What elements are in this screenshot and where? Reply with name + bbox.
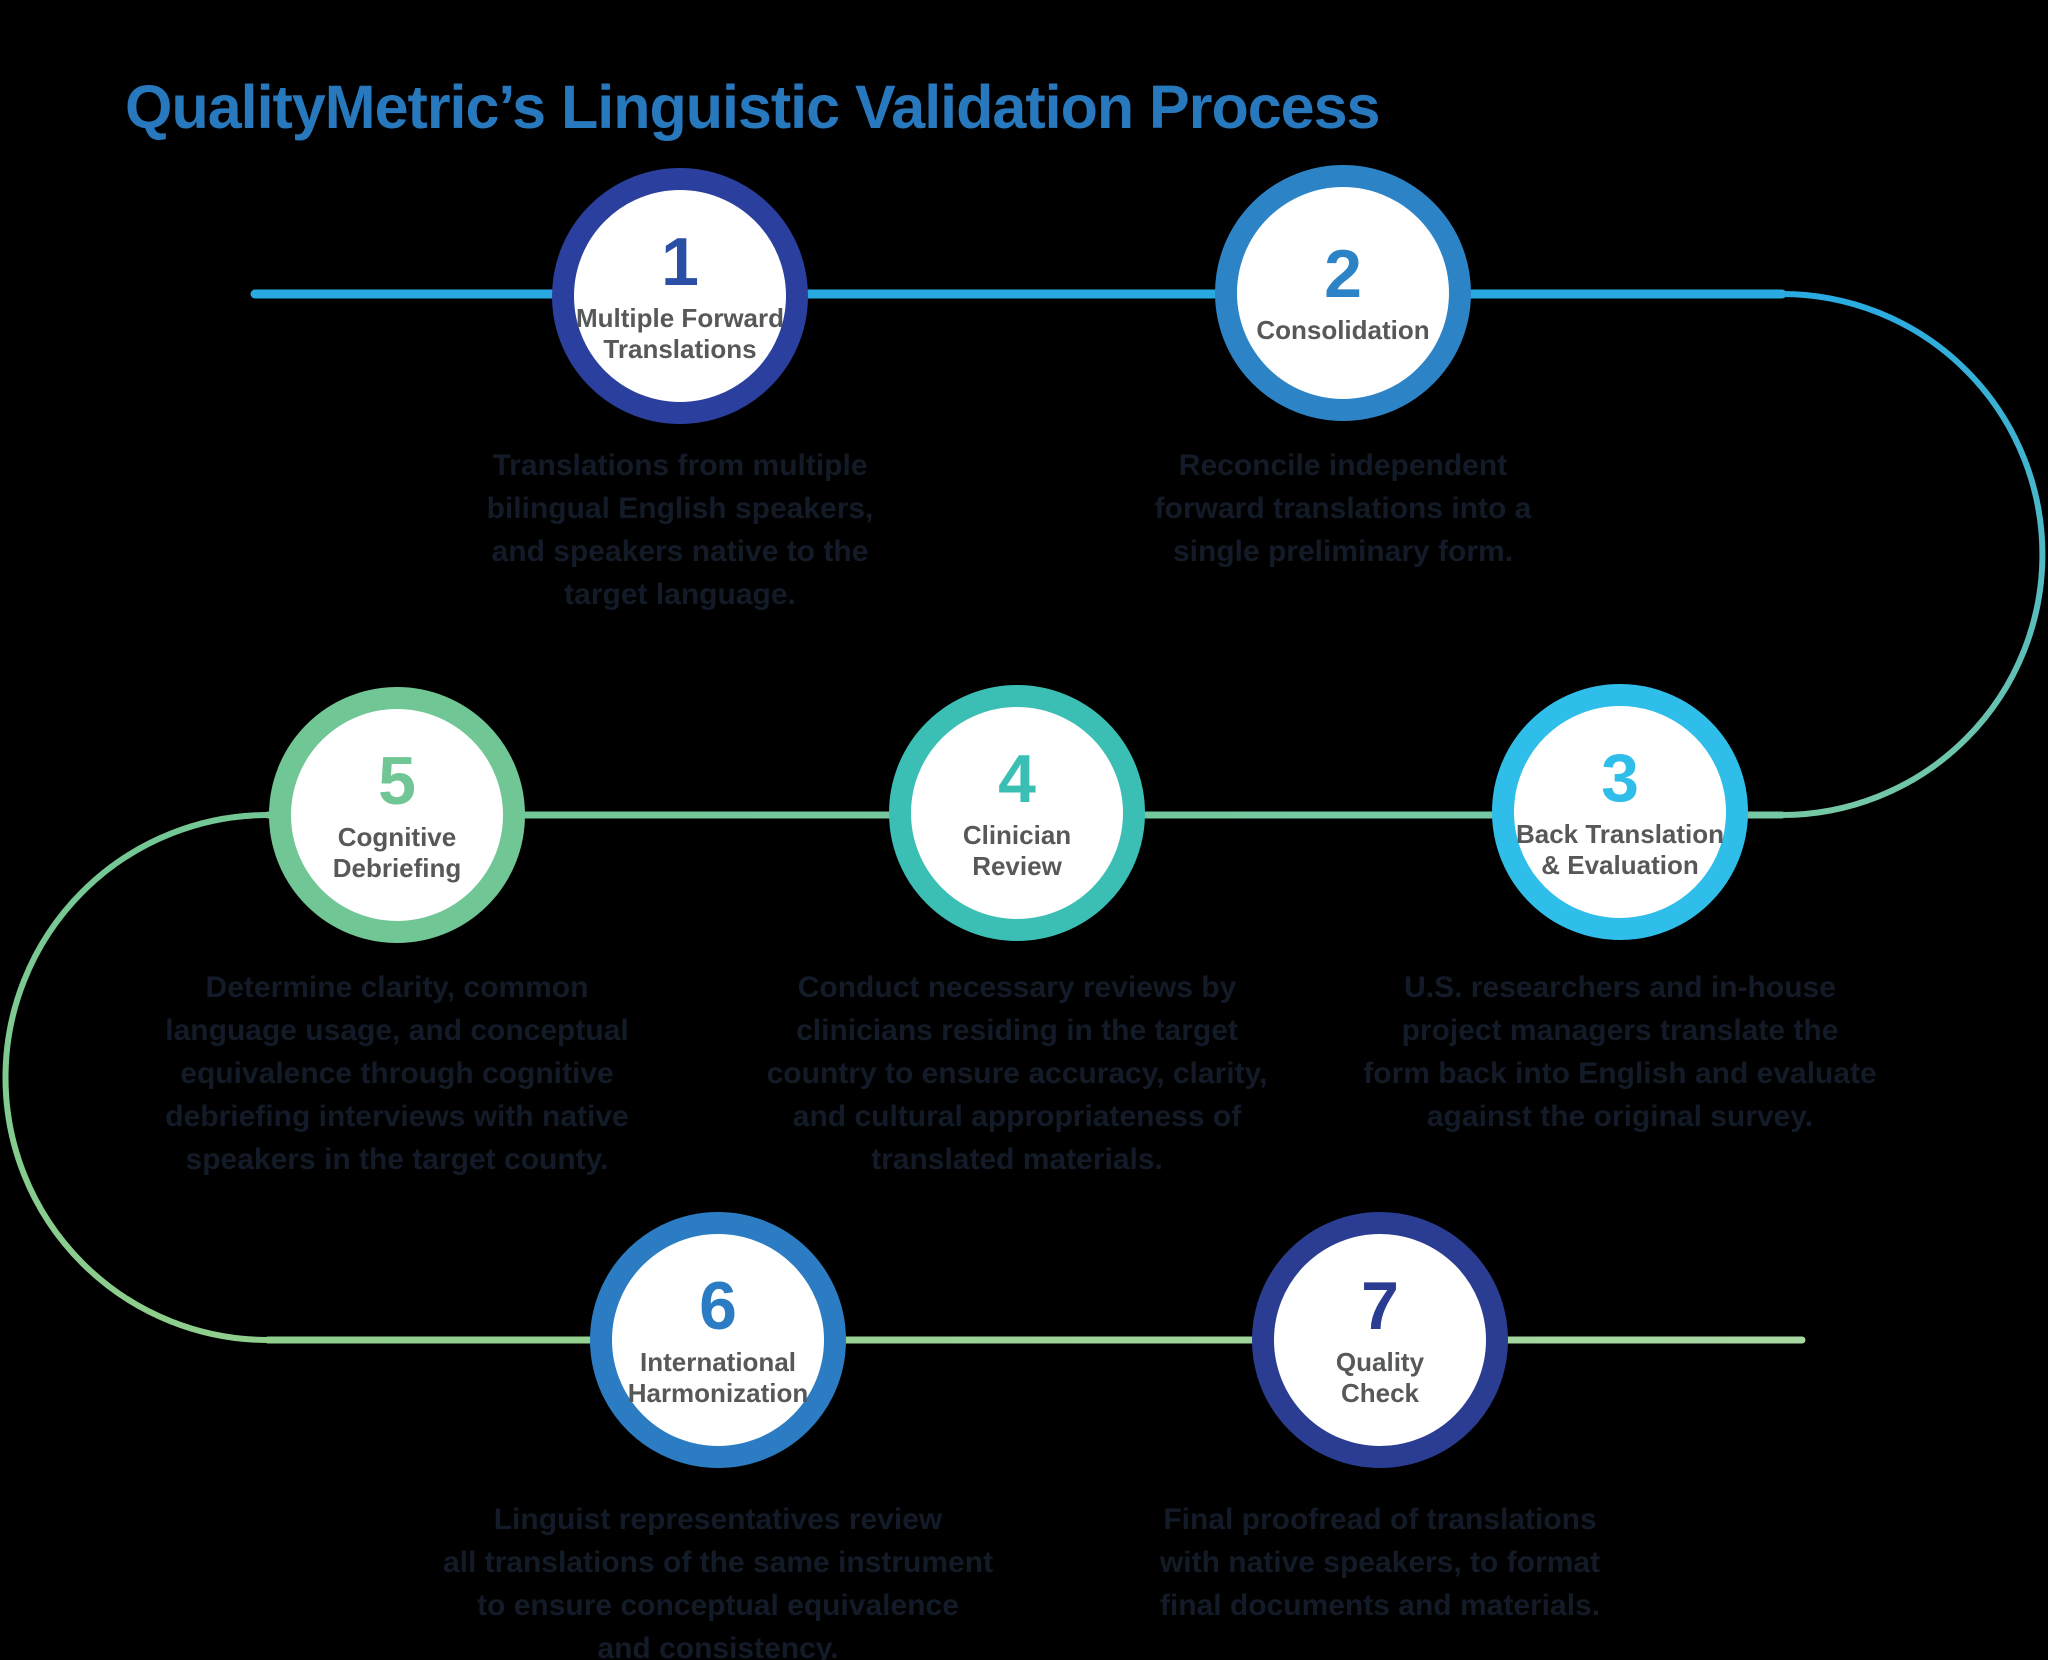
step-1-description: Translations from multiple bilingual Eng… (486, 449, 874, 611)
page-title: QualityMetric’s Linguistic Validation Pr… (125, 72, 1380, 141)
step-2-circle: 2 Consolidation (1215, 165, 1471, 421)
step-4-description: Conduct necessary reviews by clinicians … (766, 971, 1268, 1176)
step-5-description: Determine clarity, common language usage… (165, 971, 629, 1176)
step-5-number: 5 (378, 742, 416, 819)
step-6-circle: 6 International Harmonization (590, 1212, 846, 1468)
step-5-label: Cognitive Debriefing (332, 821, 462, 883)
step-2-label: Consolidation (1256, 315, 1430, 345)
step-7-label: Quality Check (1335, 1346, 1425, 1408)
step-1-label: Multiple Forward Translations (576, 302, 784, 364)
step-3-circle: 3 Back Translation & Evaluation (1492, 684, 1748, 940)
step-4-circle: 4 Clinician Review (889, 685, 1145, 941)
step-7-number: 7 (1361, 1267, 1399, 1344)
step-7-description: Final proofread of translations with nat… (1159, 1503, 1601, 1622)
step-2-number: 2 (1324, 236, 1362, 312)
step-4-number: 4 (998, 740, 1036, 817)
connector-curve-left (2, 812, 271, 1343)
step-7-circle: 7 Quality Check (1252, 1212, 1508, 1468)
step-3-label: Back Translation & Evaluation (1515, 818, 1725, 880)
step-2-description: Reconcile independent forward translatio… (1154, 449, 1532, 568)
connector-curve-right (1779, 291, 2046, 818)
step-3-description: U.S. researchers and in-house project ma… (1363, 971, 1877, 1133)
step-3-number: 3 (1601, 739, 1639, 816)
step-1-number: 1 (661, 223, 699, 300)
step-5-circle: 5 Cognitive Debriefing (269, 687, 525, 943)
step-6-label: International Harmonization (627, 1346, 809, 1408)
step-6-number: 6 (699, 1267, 737, 1344)
step-4-label: Clinician Review (962, 819, 1072, 881)
step-1-circle: 1 Multiple Forward Translations (552, 168, 808, 424)
step-6-description: Linguist representatives review all tran… (442, 1503, 994, 1660)
